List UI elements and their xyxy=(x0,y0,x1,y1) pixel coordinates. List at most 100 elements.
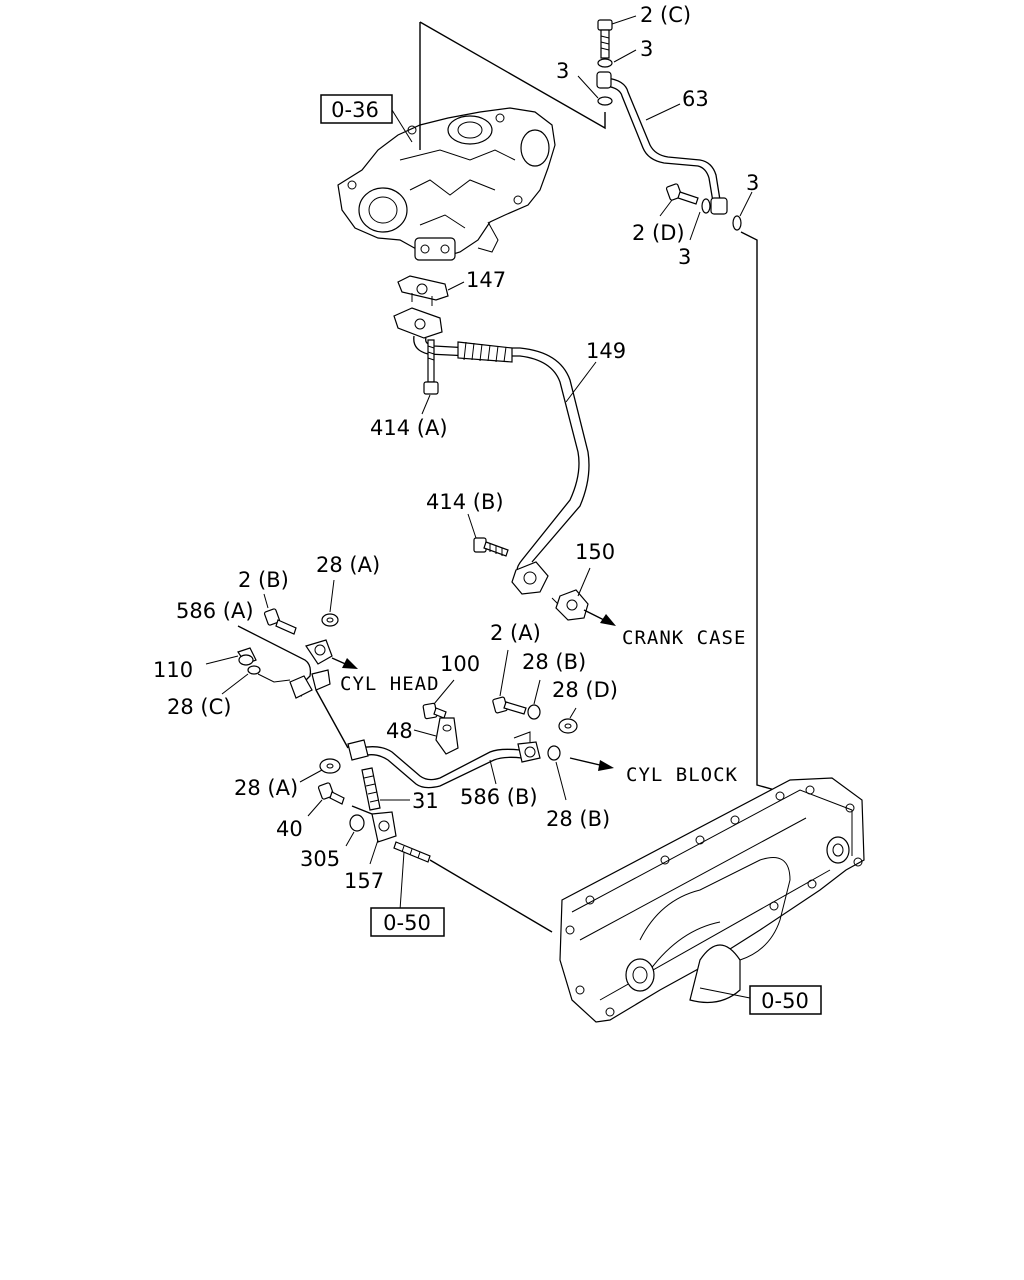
leader-line xyxy=(565,361,597,403)
washer-28b xyxy=(527,704,541,720)
pipe-586a xyxy=(237,625,333,699)
leader-line xyxy=(221,673,249,695)
leader-line xyxy=(299,769,323,783)
leader-line xyxy=(659,199,673,217)
leader-line xyxy=(413,729,437,737)
fitting-157 xyxy=(371,811,397,843)
callout-414a: 414 (A) xyxy=(370,416,448,440)
leader-line xyxy=(577,567,591,597)
leader-line xyxy=(345,831,355,847)
leader-line xyxy=(740,231,776,791)
union-31 xyxy=(361,767,381,811)
callout-40: 40 xyxy=(276,817,303,841)
leader-line xyxy=(699,987,751,999)
direction-crank-case: CRANK CASE xyxy=(622,627,746,649)
leader-line xyxy=(315,689,349,749)
ref-box-0-50-right xyxy=(749,985,822,1015)
bolt-2c xyxy=(597,19,613,59)
callout-48: 48 xyxy=(386,719,413,743)
clip-28d xyxy=(558,718,578,734)
leader-line xyxy=(205,655,239,665)
pipe-586b xyxy=(347,739,541,789)
cyl-head-arrow-head xyxy=(342,658,358,669)
leader-line xyxy=(391,109,413,143)
callout-149: 149 xyxy=(586,339,626,363)
leader-line xyxy=(689,211,701,241)
leader-line xyxy=(329,579,335,613)
callout-157: 157 xyxy=(344,869,384,893)
washer-3 xyxy=(701,198,711,214)
callout-28b: 28 (B) xyxy=(522,650,586,674)
leader-line xyxy=(467,513,477,539)
bolt-2a xyxy=(492,696,527,715)
callout-3: 3 xyxy=(640,37,653,61)
callout-28b: 28 (B) xyxy=(546,807,610,831)
bolt-40 xyxy=(317,782,345,805)
callout-2c: 2 (C) xyxy=(640,3,691,27)
turbocharger xyxy=(337,107,556,261)
callout-110: 110 xyxy=(153,658,193,682)
washer-3 xyxy=(732,215,742,231)
callout-2d: 2 (D) xyxy=(632,221,685,245)
leader-line xyxy=(645,103,681,121)
leader-line xyxy=(421,394,431,415)
leader-line xyxy=(419,21,606,130)
clip-28a-upper xyxy=(321,613,339,627)
leader-line xyxy=(257,673,291,683)
clip-28a-lower xyxy=(319,758,341,774)
clip-48 xyxy=(435,717,459,755)
bolt-100 xyxy=(422,702,447,720)
leader-line xyxy=(577,75,599,99)
callout-150: 150 xyxy=(575,540,615,564)
callout-28c: 28 (C) xyxy=(167,695,231,719)
leader-line xyxy=(533,679,541,705)
callout-414b: 414 (B) xyxy=(426,490,504,514)
direction-cyl-block: CYL BLOCK xyxy=(626,764,738,786)
callout-305: 305 xyxy=(300,847,340,871)
bolt-2d xyxy=(665,183,699,205)
callout-3: 3 xyxy=(556,59,569,83)
callout-63: 63 xyxy=(682,87,709,111)
washer-3 xyxy=(597,96,613,106)
leader-line xyxy=(433,679,455,705)
callout-2b: 2 (B) xyxy=(238,568,289,592)
callout-28a: 28 (A) xyxy=(316,553,380,577)
gasket-150 xyxy=(551,589,589,621)
washer-3 xyxy=(597,58,613,68)
leader-line xyxy=(613,49,637,63)
leader-line xyxy=(263,593,269,609)
stud-bolt xyxy=(393,841,431,863)
ref-box-0-50-left xyxy=(370,907,445,937)
ref-label-0-50-right: 0-50 xyxy=(761,989,809,1013)
leader-line xyxy=(351,805,373,815)
callout-3: 3 xyxy=(678,245,691,269)
direction-cyl-head: CYL HEAD xyxy=(340,673,440,695)
washer-305 xyxy=(349,814,365,832)
leader-line xyxy=(307,799,323,817)
leader-line xyxy=(399,851,405,911)
callout-586a: 586 (A) xyxy=(176,599,254,623)
cap-110 xyxy=(237,647,257,666)
leader-line xyxy=(513,731,531,742)
cyl-block-arrow xyxy=(569,757,605,767)
ref-label-0-50-left: 0-50 xyxy=(383,911,431,935)
bolt-2b xyxy=(263,608,297,635)
cyl-block-arrow-head xyxy=(598,760,614,771)
callout-3: 3 xyxy=(746,171,759,195)
leader-line xyxy=(739,191,753,217)
gasket-147 xyxy=(397,275,449,306)
leader-line xyxy=(489,759,497,785)
crank-case-arrow-head xyxy=(600,614,616,626)
oil-feed-pipe-63 xyxy=(596,71,728,215)
callout-31: 31 xyxy=(412,789,439,813)
bolt-414a xyxy=(423,339,439,395)
ref-label-0-36: 0-36 xyxy=(331,98,379,122)
washer-28b xyxy=(547,745,561,761)
leader-line xyxy=(611,15,637,25)
washer-28c xyxy=(247,665,261,675)
bolt-414b xyxy=(473,537,509,557)
ref-box-0-36 xyxy=(320,94,393,124)
callout-28a: 28 (A) xyxy=(234,776,298,800)
